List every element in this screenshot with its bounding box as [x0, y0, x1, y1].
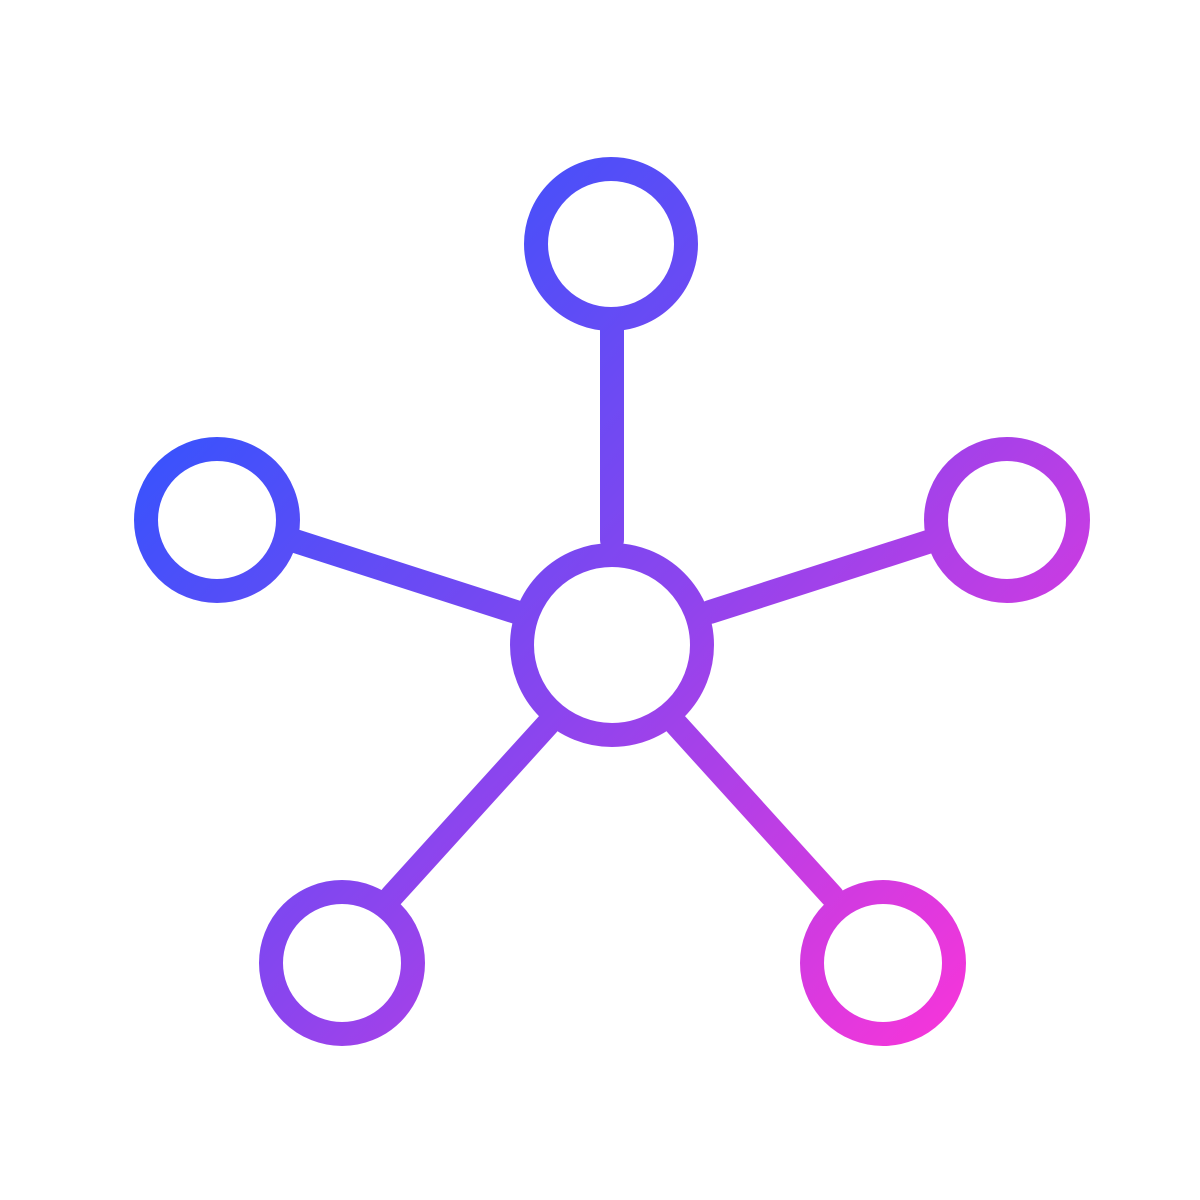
- edge-bottom-left: [380, 712, 560, 908]
- edge-right: [698, 528, 946, 624]
- network-edges: [280, 313, 946, 908]
- node-bottom-left: [259, 880, 425, 1046]
- node-left: [134, 437, 300, 603]
- network-nodes: [134, 157, 1090, 1046]
- node-bottom-right: [800, 880, 966, 1046]
- node-right: [924, 437, 1090, 603]
- edge-bottom-right: [664, 712, 844, 908]
- hub-node-center: [510, 543, 714, 747]
- edge-left: [280, 528, 528, 624]
- node-top: [524, 157, 698, 331]
